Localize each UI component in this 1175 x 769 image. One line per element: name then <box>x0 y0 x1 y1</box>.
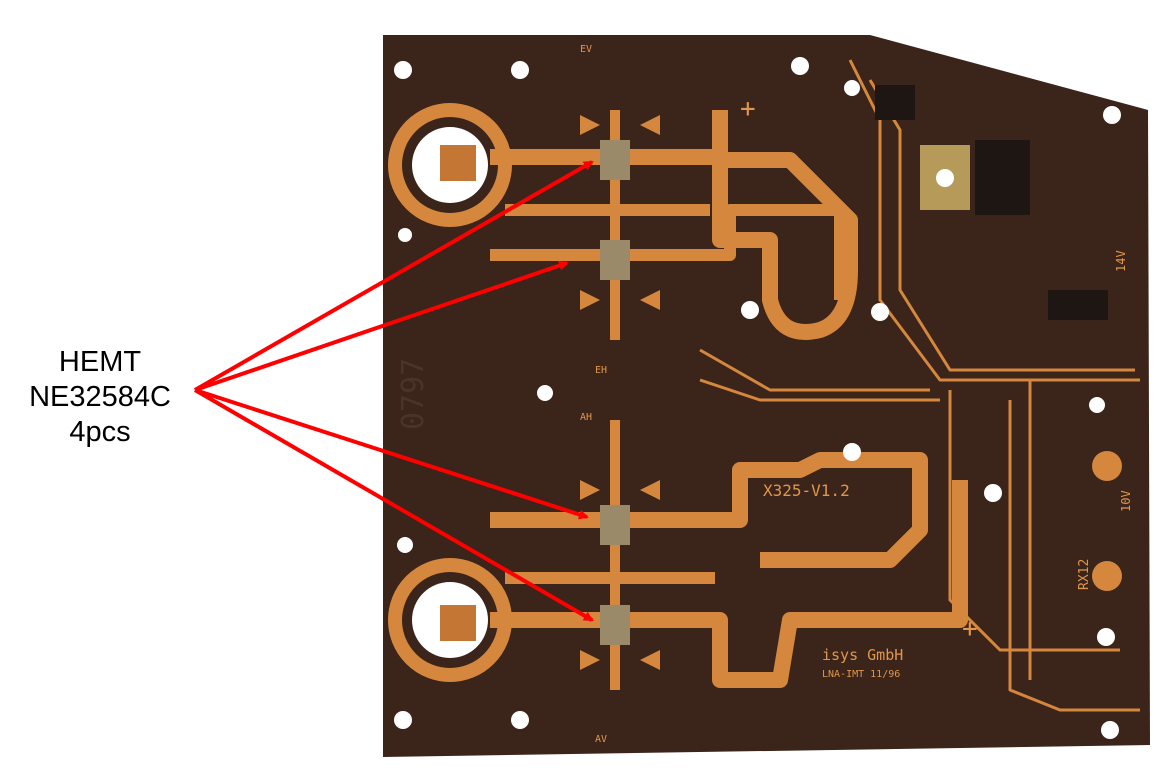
silk-rx12: RX12 <box>1077 559 1092 590</box>
plus-mark: + <box>962 614 978 644</box>
silk-10v: 10V <box>1119 490 1133 512</box>
mounting-holes <box>394 57 1121 739</box>
silk-maker: isys GmbH <box>822 646 903 664</box>
arrow-hemt-2 <box>194 260 569 392</box>
silk-av: AV <box>595 734 607 745</box>
pcb-board: X325-V1.2 isys GmbH LNA-IMT 11/96 14V 10… <box>383 35 1150 757</box>
plus-mark: + <box>740 94 756 124</box>
arrow-hemt-1 <box>194 160 594 392</box>
label-line-1: HEMT <box>58 346 142 378</box>
silk-ev: EV <box>580 44 592 55</box>
serial-number: 0797 <box>396 358 431 430</box>
arrow-hemt-3 <box>194 388 589 520</box>
arrow-hemt-4 <box>193 388 594 622</box>
silk-version: X325-V1.2 <box>763 481 850 500</box>
annotation-arrows <box>193 160 594 622</box>
label-line-2: NE32584C <box>29 381 171 413</box>
silk-ah: AH <box>580 412 592 423</box>
silk-project: LNA-IMT 11/96 <box>822 669 900 680</box>
hemt-annotation-label: HEMT NE32584C 4pcs <box>0 345 200 450</box>
label-line-3: 4pcs <box>69 416 131 448</box>
silk-14v: 14V <box>1114 250 1128 272</box>
silk-eh: EH <box>595 365 607 376</box>
components <box>600 85 1108 645</box>
